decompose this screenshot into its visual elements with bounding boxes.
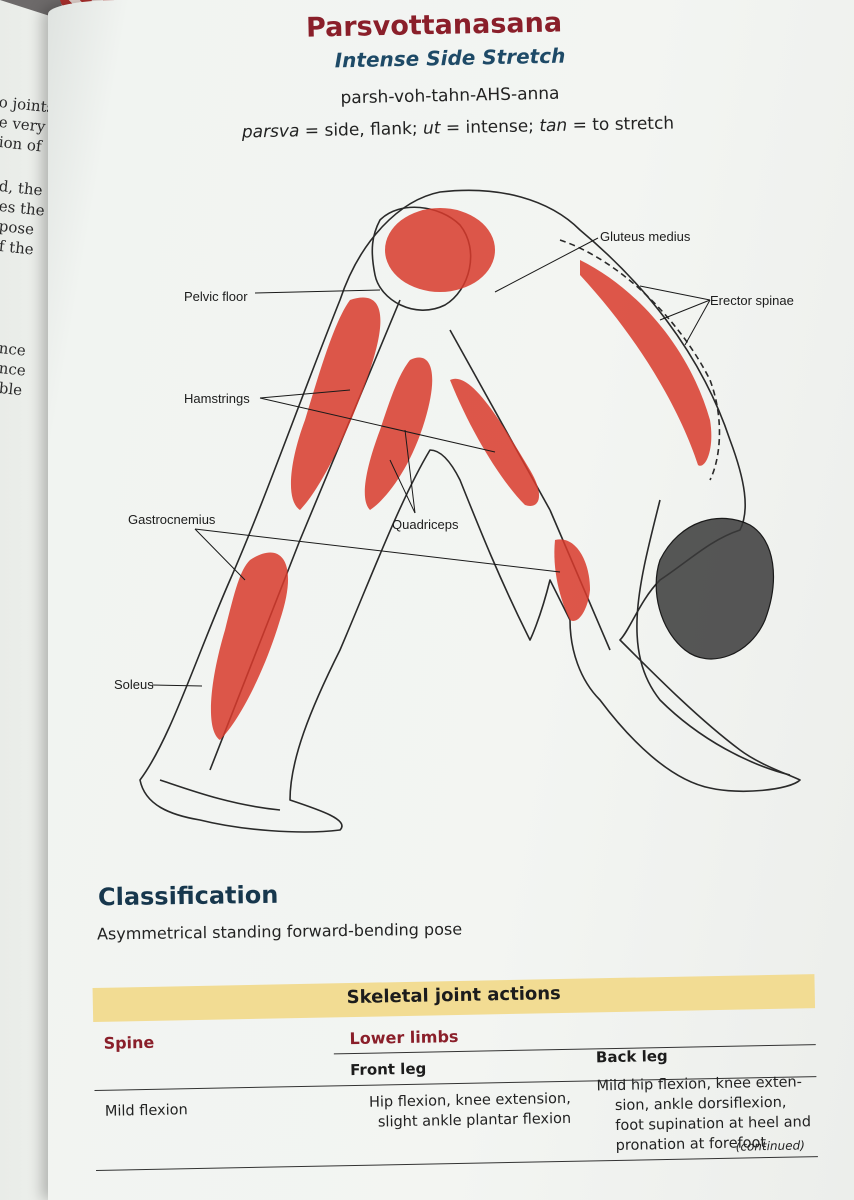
left-page-line: f the: [0, 236, 35, 259]
front-calf: [210, 552, 289, 740]
etym-term-1: parsva: [241, 121, 300, 143]
leader-gastrocnemius-1: [194, 528, 246, 581]
label-gastrocnemius: Gastrocnemius: [128, 512, 216, 527]
back-leg-header: Back leg: [595, 1046, 668, 1067]
label-hamstrings: Hamstrings: [184, 391, 250, 406]
pose-title: Parsvottanasana: [305, 7, 563, 44]
arm: [636, 499, 791, 776]
hair: [655, 517, 775, 660]
back-hamstring: [450, 378, 540, 506]
etym-meaning-1: side, flank: [324, 118, 413, 141]
front-quadriceps: [364, 357, 433, 510]
left-page-line: nce: [0, 358, 27, 380]
front-hamstring: [290, 297, 381, 510]
etym-term-2: ut: [422, 118, 441, 139]
spine-value: Mild flexion: [104, 1102, 188, 1120]
leader-erector-1: [639, 285, 711, 301]
spine-bone: [559, 239, 721, 481]
leader-pelvic: [254, 289, 381, 294]
leader-soleus: [151, 684, 203, 687]
etym-meaning-2: intense: [465, 116, 529, 138]
erector-muscle: [580, 260, 712, 466]
lower-limbs-header: Lower limbs: [349, 1026, 459, 1049]
leader-gluteus: [494, 237, 599, 293]
etym-meaning-3: to stretch: [592, 113, 675, 136]
spine-header: Spine: [103, 1032, 155, 1053]
left-page-line: ble: [0, 378, 24, 400]
label-gluteus-medius: Gluteus medius: [600, 229, 691, 244]
left-page-line: ion of: [0, 132, 43, 156]
label-erector-spinae: Erector spinae: [710, 293, 794, 308]
body-outline: [139, 189, 801, 833]
label-soleus: Soleus: [114, 677, 154, 692]
back-leg-line-3: foot supination at heel and: [615, 1114, 812, 1134]
back-calf: [554, 539, 590, 621]
gluteus-muscle: [385, 208, 495, 292]
leader-hamstrings-2: [259, 397, 496, 453]
continued-note: (continued): [735, 1138, 805, 1154]
leader-erector-2: [659, 299, 711, 321]
front-leg-line-2: slight ankle plantar flexion: [377, 1110, 572, 1131]
anatomy-illustration: [139, 189, 801, 833]
left-page-line: nce: [0, 338, 27, 360]
leader-quadriceps-2: [404, 429, 416, 514]
leader-gastrocnemius-2: [194, 528, 561, 573]
etym-term-3: tan: [539, 115, 568, 137]
front-foot: [159, 779, 281, 811]
label-quadriceps: Quadriceps: [392, 517, 459, 532]
leader-quadriceps-1: [389, 459, 416, 514]
front-leg-header: Front leg: [349, 1059, 427, 1080]
leader-erector-3: [684, 299, 711, 346]
label-pelvic-floor: Pelvic floor: [184, 289, 248, 304]
classification-heading: Classification: [97, 880, 279, 912]
leader-hamstrings-1: [259, 389, 351, 399]
front-leg-value: Hip flexion, knee extension, slight ankl…: [351, 1089, 572, 1133]
joint-actions-table: Skeletal joint actions Spine Lower limbs…: [92, 946, 818, 1180]
